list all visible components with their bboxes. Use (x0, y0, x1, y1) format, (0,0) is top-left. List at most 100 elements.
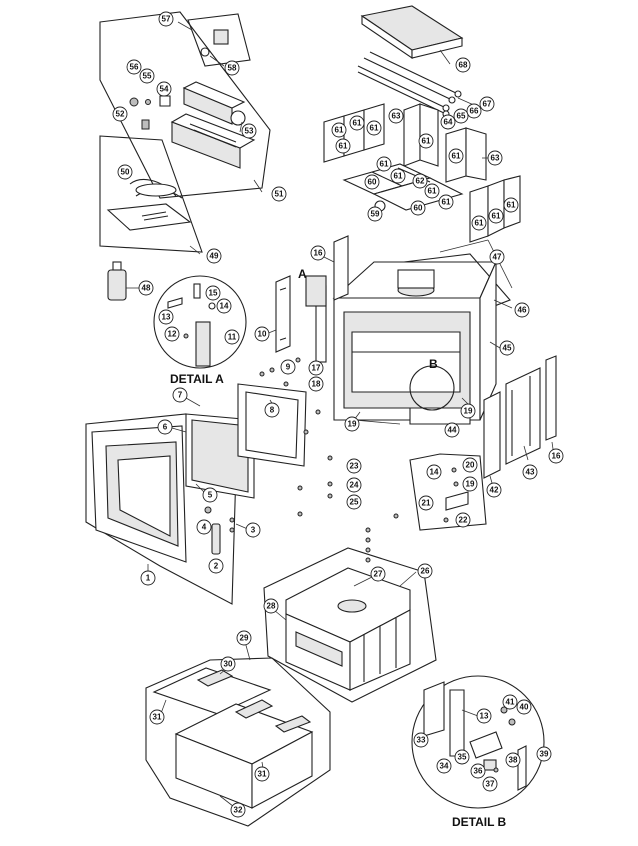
callout-58: 58 (224, 60, 240, 76)
callout-24: 24 (346, 477, 362, 493)
callout-13: 13 (158, 309, 174, 325)
callout-61b: 61 (349, 115, 365, 131)
callout-16b-text: 16 (552, 452, 561, 461)
callout-61g-text: 61 (380, 160, 389, 169)
callout-61f: 61 (448, 148, 464, 164)
callout-47: 47 (489, 249, 505, 265)
callout-46-text: 46 (518, 306, 527, 315)
callout-22-text: 22 (459, 516, 468, 525)
callout-17-text: 17 (312, 364, 321, 373)
callout-68-text: 68 (459, 61, 468, 70)
callout-6: 6 (157, 419, 173, 435)
base-assembly-group (145, 657, 331, 827)
callout-16a: 16 (310, 245, 326, 261)
callout-61c: 61 (366, 120, 382, 136)
callout-65: 65 (453, 108, 469, 124)
callout-46: 46 (514, 302, 530, 318)
callout-5-text: 5 (208, 491, 213, 500)
callout-27-text: 27 (374, 570, 383, 579)
detail-b-view (411, 675, 545, 809)
callout-1-text: 1 (146, 574, 151, 583)
detail-a-view (153, 275, 247, 369)
callout-2-text: 2 (214, 562, 219, 571)
callout-61h: 61 (390, 168, 406, 184)
callout-49: 49 (206, 248, 222, 264)
callout-9-text: 9 (286, 363, 291, 372)
callout-19c: 19 (462, 476, 478, 492)
callout-61k-text: 61 (475, 219, 484, 228)
callout-42: 42 (486, 482, 502, 498)
callout-19c-text: 19 (466, 480, 475, 489)
callout-28: 28 (263, 598, 279, 614)
detail-a-label: DETAIL A (170, 372, 224, 386)
callout-62: 62 (412, 173, 428, 189)
callout-5: 5 (202, 487, 218, 503)
callout-21: 21 (418, 495, 434, 511)
callout-31a: 31 (149, 709, 165, 725)
callout-52: 52 (112, 106, 128, 122)
callout-14-text: 14 (220, 302, 229, 311)
callout-36-text: 36 (474, 767, 483, 776)
detail-b-label: DETAIL B (452, 815, 507, 829)
callout-61i: 61 (424, 183, 440, 199)
callout-57-text: 57 (162, 15, 171, 24)
callout-31b-text: 31 (258, 770, 267, 779)
callout-50-text: 50 (121, 168, 130, 177)
callout-61l: 61 (488, 208, 504, 224)
callout-52-text: 52 (116, 110, 125, 119)
callout-40: 40 (516, 699, 532, 715)
callout-36: 36 (470, 763, 486, 779)
callout-61e: 61 (418, 133, 434, 149)
callout-9: 9 (280, 359, 296, 375)
callout-55-text: 55 (143, 72, 152, 81)
callout-24-text: 24 (350, 481, 359, 490)
callout-61j: 61 (438, 194, 454, 210)
callout-62-text: 62 (416, 177, 425, 186)
callout-41: 41 (502, 694, 518, 710)
callout-55: 55 (139, 68, 155, 84)
callout-63b-text: 63 (491, 154, 500, 163)
callout-67: 67 (479, 96, 495, 112)
callout-26-text: 26 (421, 567, 430, 576)
callout-33-text: 33 (417, 736, 426, 745)
callout-39-text: 39 (540, 750, 549, 759)
callout-23: 23 (346, 458, 362, 474)
callout-12-text: 12 (168, 330, 177, 339)
callout-13b: 13 (476, 708, 492, 724)
callout-3: 3 (245, 522, 261, 538)
detail-hardware-box (409, 453, 487, 531)
callout-6-text: 6 (163, 423, 168, 432)
callout-13-text: 13 (162, 313, 171, 322)
callout-64: 64 (440, 114, 456, 130)
callout-8: 8 (264, 402, 280, 418)
callout-61d: 61 (335, 138, 351, 154)
callout-61h-text: 61 (394, 172, 403, 181)
callout-57: 57 (158, 11, 174, 27)
callout-4: 4 (196, 519, 212, 535)
callout-61m-text: 61 (507, 201, 516, 210)
callout-61d-text: 61 (339, 142, 348, 151)
callout-53-text: 53 (245, 127, 254, 136)
callout-28-text: 28 (267, 602, 276, 611)
door-assembly (85, 383, 307, 605)
door-hardware-fasteners (259, 357, 399, 563)
callout-61j-text: 61 (442, 198, 451, 207)
callout-61m: 61 (503, 197, 519, 213)
callout-61a-text: 61 (335, 126, 344, 135)
callout-15-text: 15 (209, 289, 218, 298)
callout-26: 26 (417, 563, 433, 579)
callout-61g: 61 (376, 156, 392, 172)
callout-61k: 61 (471, 215, 487, 231)
callout-42-text: 42 (490, 486, 499, 495)
callout-15: 15 (205, 285, 221, 301)
callout-37-text: 37 (486, 780, 495, 789)
callout-12: 12 (164, 326, 180, 342)
callout-61c-text: 61 (370, 124, 379, 133)
callout-39: 39 (536, 746, 552, 762)
pedestal-group (263, 547, 437, 703)
view-letter-a: A (298, 267, 307, 281)
stove-body (305, 253, 511, 425)
callout-8-text: 8 (270, 406, 275, 415)
callout-63a: 63 (388, 108, 404, 124)
